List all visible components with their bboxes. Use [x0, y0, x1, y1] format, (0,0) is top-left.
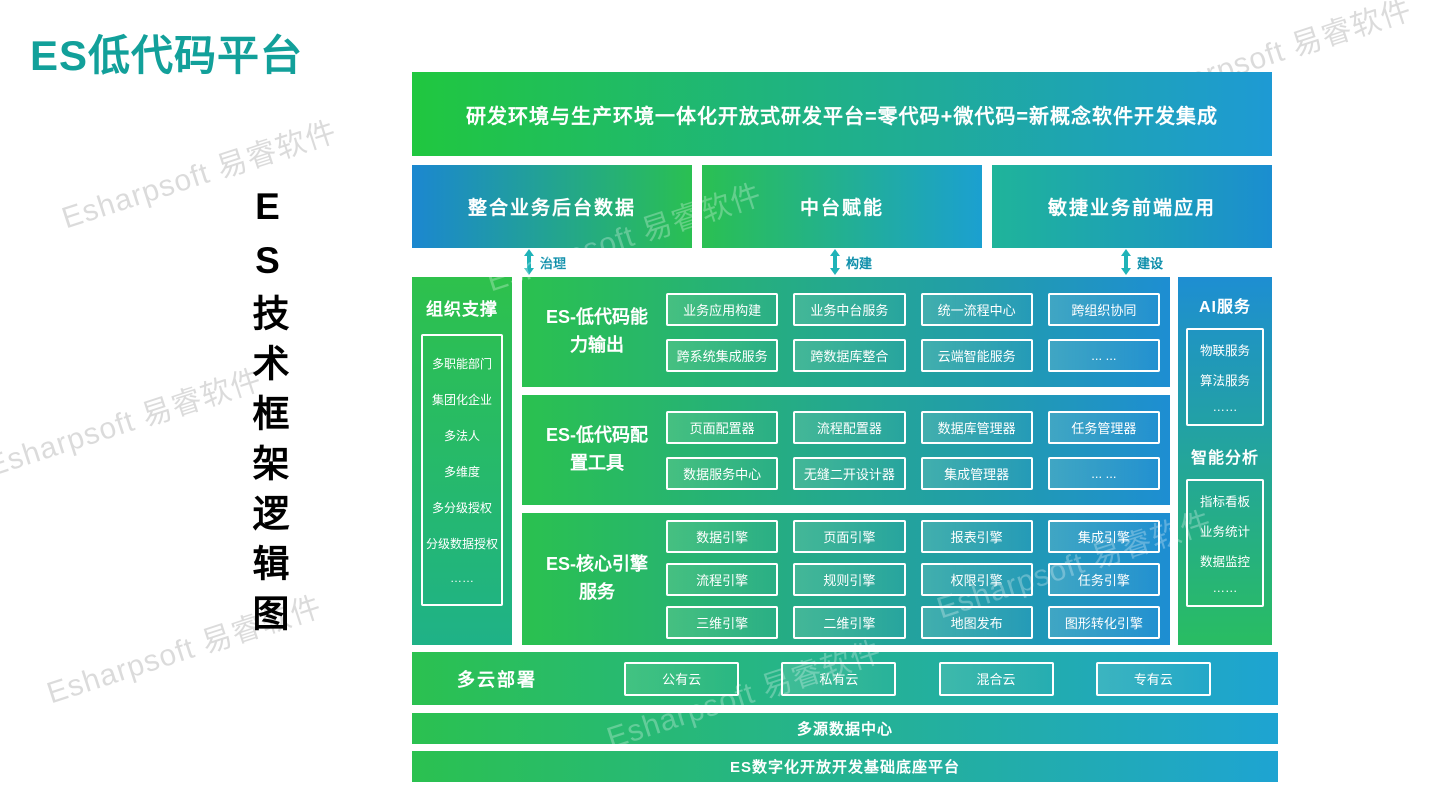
engine-cell: 数据引擎 [666, 519, 779, 553]
tool-cell: ... ... [1047, 456, 1160, 490]
vertical-title: ES技术框架逻辑图 [247, 186, 288, 644]
org-item: 多法人 [443, 429, 480, 443]
foundation-platform-bar: ES数字化开放开发基础底座平台 [412, 751, 1278, 782]
pillar-label: 敏捷业务前端应用 [1047, 198, 1216, 219]
platform-banner-text: 研发环境与生产环境一体化开放式研发平台=零代码+微代码=新概念软件开发集成 [465, 105, 1219, 128]
section-capability-output: ES-低代码能力输出 业务应用构建 业务中台服务 统一流程中心 跨组织协同 跨系… [522, 277, 1170, 387]
double-arrow-icon [1121, 249, 1131, 275]
org-item: 集团化企业 [431, 393, 492, 407]
cloud-cell: 专有云 [1095, 661, 1211, 696]
engine-cell: 集成引擎 [1047, 519, 1160, 553]
arrow-govern: 治理 [523, 248, 566, 276]
analysis-item: …… [1212, 581, 1238, 595]
org-item: 多维度 [443, 465, 480, 479]
ai-services-panel: AI服务 物联服务 算法服务 …… 智能分析 指标看板 业务统计 数据监控 …… [1178, 277, 1272, 645]
platform-banner: 研发环境与生产环境一体化开放式研发平台=零代码+微代码=新概念软件开发集成 [412, 72, 1272, 156]
tool-cell: 数据服务中心 [666, 456, 779, 490]
arrow-label: 构建 [846, 255, 873, 271]
ai-service-item: 物联服务 [1199, 344, 1250, 358]
arrow-label: 治理 [540, 255, 567, 271]
engine-cell: 权限引擎 [920, 562, 1033, 596]
tool-cell: 任务管理器 [1047, 410, 1160, 444]
capability-sections: ES-低代码能力输出 业务应用构建 业务中台服务 统一流程中心 跨组织协同 跨系… [522, 277, 1170, 645]
org-item: 多职能部门 [431, 357, 492, 371]
analysis-item: 数据监控 [1199, 555, 1250, 569]
cloud-cell: 公有云 [624, 661, 740, 696]
engine-cell: 地图发布 [920, 605, 1033, 639]
multi-cloud-bar: 多云部署 公有云 私有云 混合云 专有云 [412, 652, 1278, 705]
org-support-box: 多职能部门 集团化企业 多法人 多维度 多分级授权 分级数据授权 …… [421, 334, 503, 606]
section-grid: 页面配置器 流程配置器 数据库管理器 任务管理器 数据服务中心 无缝二开设计器 … [666, 410, 1160, 490]
section-title: ES-低代码能力输出 [545, 307, 648, 355]
ai-services-box: 物联服务 算法服务 …… [1186, 328, 1264, 426]
capability-cell: 业务中台服务 [793, 292, 906, 326]
analysis-item: 指标看板 [1199, 495, 1250, 509]
pillar-row: 整合业务后台数据 中台赋能 敏捷业务前端应用 [412, 165, 1272, 248]
ai-services-title: AI服务 [1198, 299, 1251, 316]
arrow-build: 构建 [829, 248, 872, 276]
pillar-middle-platform: 中台赋能 [702, 165, 982, 248]
tool-cell: 集成管理器 [920, 456, 1033, 490]
org-item: …… [450, 571, 474, 585]
section-core-engines: ES-核心引擎服务 数据引擎 页面引擎 报表引擎 集成引擎 流程引擎 规则引擎 … [522, 513, 1170, 645]
capability-cell: 跨数据库整合 [793, 338, 906, 372]
pillar-frontend-apps: 敏捷业务前端应用 [992, 165, 1272, 248]
engine-cell: 规则引擎 [793, 562, 906, 596]
tool-cell: 页面配置器 [666, 410, 779, 444]
pillar-backend-data: 整合业务后台数据 [412, 165, 692, 248]
cloud-items: 公有云 私有云 混合云 专有云 [582, 661, 1253, 696]
smart-analysis-title: 智能分析 [1190, 450, 1259, 467]
pillar-label: 整合业务后台数据 [467, 198, 636, 219]
cloud-cell: 混合云 [938, 661, 1054, 696]
cloud-cell: 私有云 [781, 661, 897, 696]
tool-cell: 流程配置器 [793, 410, 906, 444]
watermark: Esharpsoft 易睿软件 [58, 115, 341, 236]
double-arrow-icon [524, 249, 534, 275]
watermark: Esharpsoft 易睿软件 [0, 363, 266, 484]
capability-cell: 业务应用构建 [666, 292, 779, 326]
smart-analysis-box: 指标看板 业务统计 数据监控 …… [1186, 479, 1264, 607]
data-center-bar-text: 多源数据中心 [796, 721, 893, 738]
org-item: 分级数据授权 [425, 537, 498, 551]
engine-cell: 报表引擎 [920, 519, 1033, 553]
ai-service-item: …… [1212, 400, 1238, 414]
section-title: ES-低代码配置工具 [545, 425, 648, 473]
arrow-construct: 建设 [1120, 248, 1163, 276]
capability-cell: 云端智能服务 [920, 338, 1033, 372]
page-title: ES低代码平台 [30, 32, 304, 79]
org-support-title: 组织支撑 [426, 300, 498, 319]
double-arrow-icon [830, 249, 840, 275]
ai-service-item: 算法服务 [1199, 374, 1250, 388]
data-center-bar: 多源数据中心 [412, 713, 1278, 744]
section-grid: 业务应用构建 业务中台服务 统一流程中心 跨组织协同 跨系统集成服务 跨数据库整… [666, 292, 1160, 372]
section-title: ES-核心引擎服务 [545, 554, 648, 602]
section-config-tools: ES-低代码配置工具 页面配置器 流程配置器 数据库管理器 任务管理器 数据服务… [522, 395, 1170, 505]
engine-cell: 页面引擎 [793, 519, 906, 553]
engine-cell: 流程引擎 [666, 562, 779, 596]
engine-cell: 任务引擎 [1047, 562, 1160, 596]
capability-cell: ... ... [1047, 338, 1160, 372]
engine-cell: 三维引擎 [666, 605, 779, 639]
org-support-panel: 组织支撑 多职能部门 集团化企业 多法人 多维度 多分级授权 分级数据授权 …… [412, 277, 512, 645]
engine-cell: 二维引擎 [793, 605, 906, 639]
org-item: 多分级授权 [431, 501, 492, 515]
capability-cell: 跨系统集成服务 [666, 338, 779, 372]
tool-cell: 无缝二开设计器 [793, 456, 906, 490]
foundation-platform-bar-text: ES数字化开放开发基础底座平台 [729, 759, 960, 776]
multi-cloud-title: 多云部署 [457, 669, 537, 690]
arrow-label: 建设 [1137, 255, 1164, 271]
tool-cell: 数据库管理器 [920, 410, 1033, 444]
analysis-item: 业务统计 [1199, 525, 1250, 539]
section-grid: 数据引擎 页面引擎 报表引擎 集成引擎 流程引擎 规则引擎 权限引擎 任务引擎 … [666, 519, 1160, 639]
capability-cell: 统一流程中心 [920, 292, 1033, 326]
engine-cell: 图形转化引擎 [1047, 605, 1160, 639]
pillar-label: 中台赋能 [799, 198, 884, 219]
capability-cell: 跨组织协同 [1047, 292, 1160, 326]
